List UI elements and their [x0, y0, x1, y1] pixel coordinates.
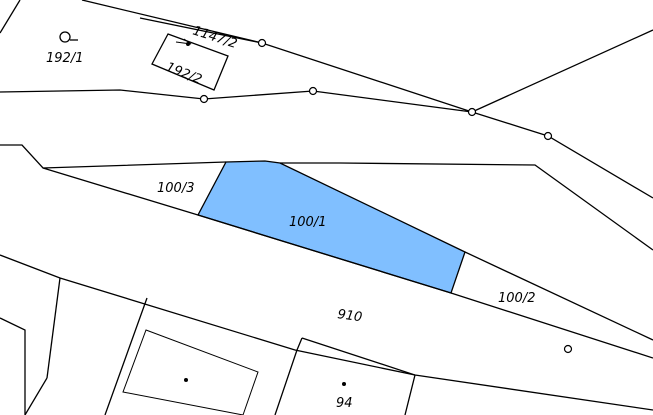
- survey-points: [199, 38, 573, 354]
- parcel-label-1147-2[interactable]: 1147/2: [191, 24, 239, 52]
- parcel-label-192-1[interactable]: 192/1: [46, 51, 83, 66]
- circle-icon[interactable]: [308, 86, 318, 96]
- circle-icon[interactable]: [563, 344, 573, 354]
- parcel-label-100-3[interactable]: 100/3: [157, 181, 194, 196]
- circle-icon[interactable]: [199, 94, 209, 104]
- parcel-centroid-dot: [342, 382, 346, 386]
- parcel-centroid-dot: [184, 378, 188, 382]
- parcel-label-100-1[interactable]: 100/1: [289, 215, 326, 230]
- parcel-label-192-2[interactable]: 192/2: [164, 60, 204, 88]
- lollipop-icon: [59, 31, 78, 43]
- parcel-label-100-2[interactable]: 100/2: [498, 291, 535, 306]
- circle-icon[interactable]: [257, 38, 267, 48]
- parcel-label-910[interactable]: 910: [336, 307, 363, 325]
- circle-icon[interactable]: [467, 107, 477, 117]
- arrow-icon: [175, 38, 192, 45]
- circle-icon[interactable]: [543, 131, 553, 141]
- building-192-2[interactable]: [151, 33, 229, 91]
- parcel-label-94[interactable]: 94: [336, 396, 353, 411]
